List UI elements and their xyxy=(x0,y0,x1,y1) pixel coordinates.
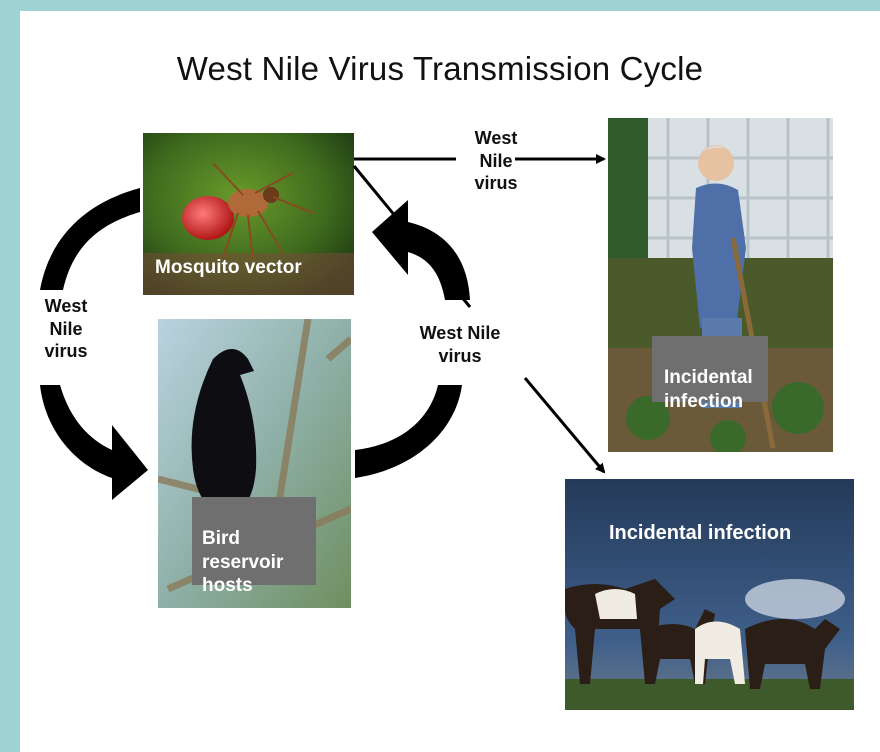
diagram-title: West Nile Virus Transmission Cycle xyxy=(176,50,704,87)
human-label-box: Incidental infection xyxy=(652,336,768,412)
to-human-virus-label: West Nile virus xyxy=(474,128,518,193)
left-cycle-arrow-upper xyxy=(40,188,140,290)
mosquito-caption: Mosquito vector xyxy=(155,257,302,278)
human-label: Incidental infection xyxy=(664,366,753,412)
mosquito-to-horses-line xyxy=(352,165,472,308)
crow-photo: Bird reservoir hosts xyxy=(158,319,351,608)
mosquito-photo: Mosquito vector xyxy=(143,133,354,295)
left-cycle-arrow-lower xyxy=(40,385,148,500)
right-cycle-arrow-lower xyxy=(355,385,462,478)
mosquito-to-horses-arrow xyxy=(523,377,606,474)
left-cycle-virus-label: West Nile virus xyxy=(44,296,88,361)
horses-photo: Incidental infection xyxy=(565,479,854,710)
bird-label-box: Bird reservoir hosts xyxy=(192,497,316,596)
right-cycle-arrow-upper xyxy=(372,200,470,300)
horses-caption: Incidental infection xyxy=(609,522,792,544)
center-virus-label: West Nile virus xyxy=(419,323,501,366)
bird-label: Bird reservoir hosts xyxy=(202,527,284,597)
gardener-photo: Incidental infection xyxy=(608,118,833,452)
